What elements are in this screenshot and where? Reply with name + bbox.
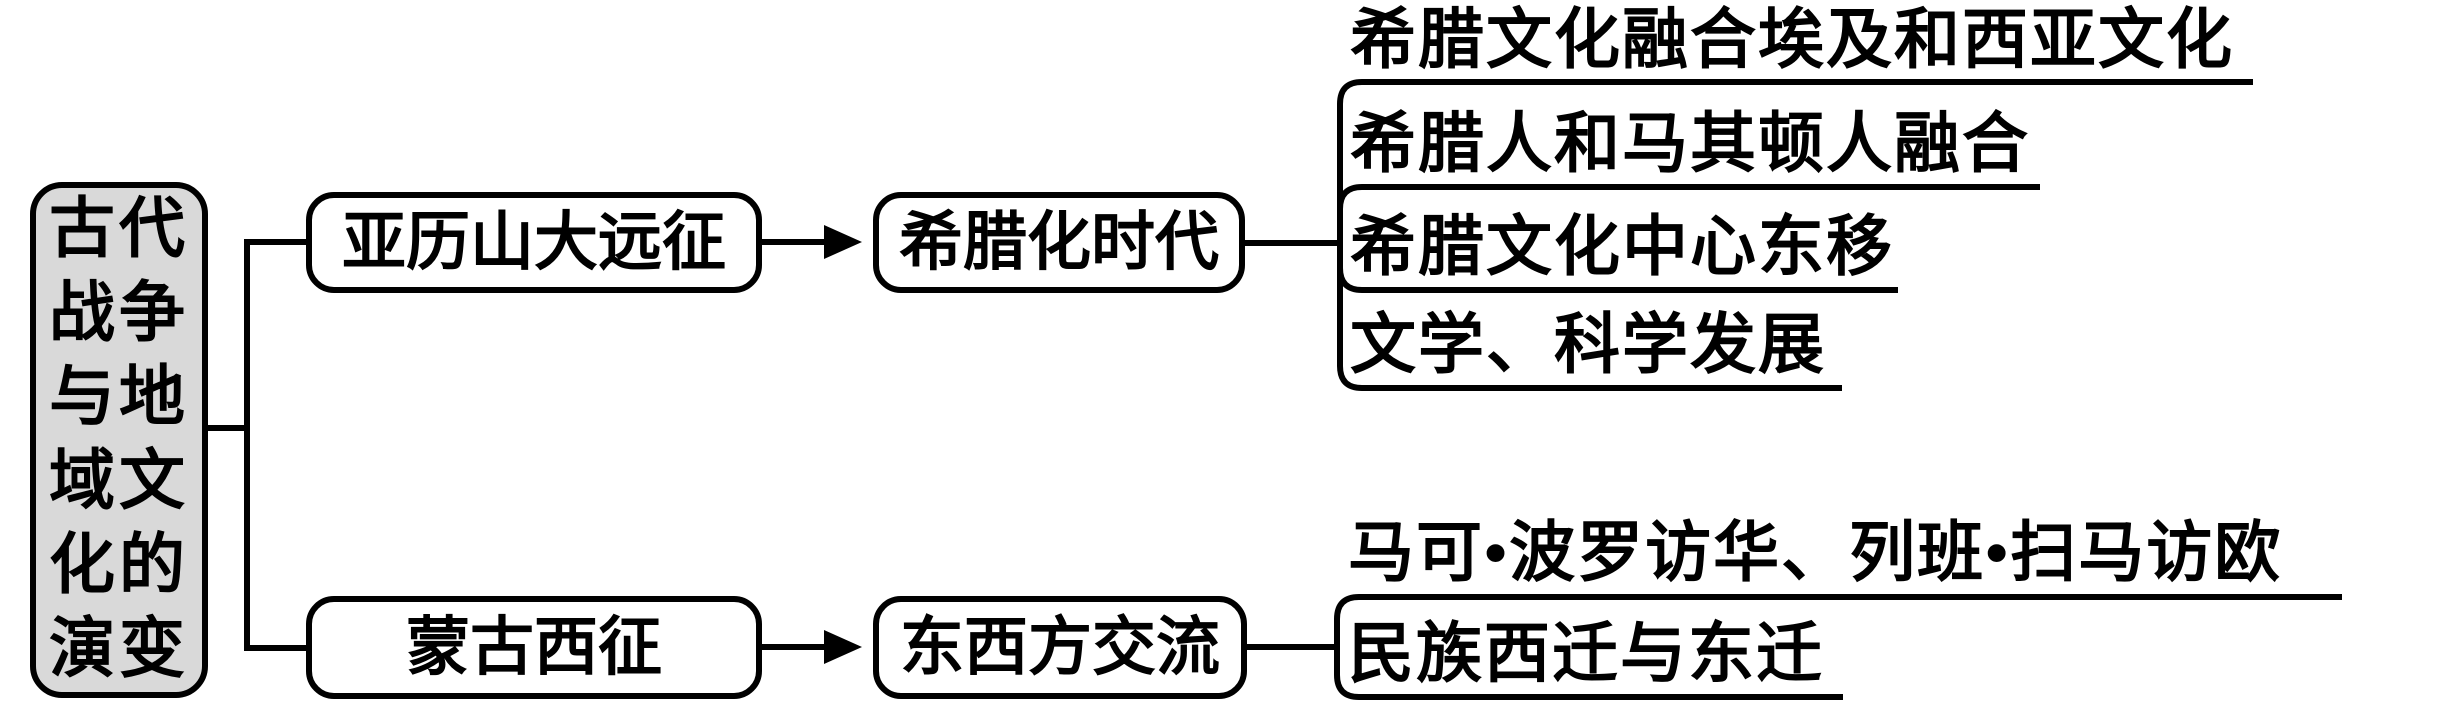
east-west-exchange-box: 东西方交流: [873, 596, 1247, 699]
east-west-exchange-label: 东西方交流: [900, 611, 1220, 683]
outcome-branch-line: [1334, 594, 2342, 647]
outcome-branch-line: [1337, 184, 2040, 243]
alexander-expedition-label: 亚历山大远征: [342, 206, 726, 278]
outcome-item: 文学、科学发展: [1350, 309, 1826, 382]
outcome-branch-line: [1337, 243, 1842, 391]
outcome-item: 希腊人和马其顿人融合: [1350, 108, 2030, 181]
root-topic-box: 古代战争与地域文化的演变: [30, 182, 208, 698]
outcome-item: 马可•波罗访华、列班•扫马访欧: [1348, 517, 2283, 590]
mongol-expedition-box: 蒙古西征: [306, 596, 762, 699]
outcome-item: 希腊文化中心东移: [1350, 211, 1894, 284]
hellenistic-era-label: 希腊化时代: [899, 206, 1219, 278]
root-topic-label: 古代战争与地域文化的演变: [49, 193, 189, 686]
outcome-branch-line: [1337, 79, 2253, 243]
trunk-fork-line: [244, 239, 306, 651]
outcome-item: 希腊文化融合埃及和西亚文化: [1350, 4, 2234, 77]
arrow-right-icon: [824, 225, 862, 259]
alexander-expedition-box: 亚历山大远征: [306, 192, 762, 293]
hellenistic-era-box: 希腊化时代: [873, 192, 1245, 293]
mongol-expedition-label: 蒙古西征: [406, 611, 662, 683]
arrow-right-icon: [824, 630, 862, 664]
outcome-branch-line: [1334, 647, 1843, 700]
outcome-item: 民族西迁与东迁: [1348, 618, 1824, 691]
